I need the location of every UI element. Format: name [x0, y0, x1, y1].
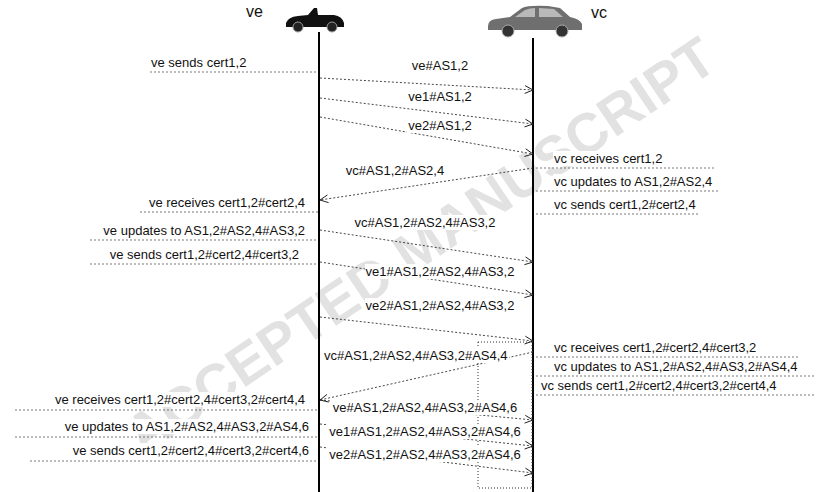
arrow-head: [525, 446, 533, 449]
arrow-head: [320, 394, 327, 400]
arrow-head: [525, 336, 533, 341]
message-label: ve1#AS1,2: [407, 89, 473, 104]
arrow-head: [525, 86, 533, 90]
message-arrow: [320, 117, 533, 156]
message-line: [320, 400, 533, 420]
arrow-head: [526, 149, 533, 154]
arrow-head: [525, 119, 533, 124]
event-note: ve receives cert1,2#cert2,4#cert3,2#cert…: [54, 392, 306, 407]
message-label: ve#AS1,2#AS2,4#AS3,2#AS4,6: [332, 400, 518, 415]
arrow-head: [525, 468, 533, 473]
message-line: [320, 230, 533, 262]
lifeline: [318, 32, 320, 492]
arrow-head: [320, 195, 327, 200]
car-icon: [286, 8, 344, 32]
arrow-head: [525, 341, 533, 344]
arrow-head: [525, 90, 533, 93]
car-icon: [488, 6, 582, 37]
message-arrow: [320, 317, 533, 344]
event-note: ve receives cert1,2#cert2,4: [148, 195, 306, 210]
arrow-head: [524, 154, 533, 156]
event-note: vc receives cert1,2#cert2,4#cert3,2: [553, 340, 757, 355]
event-note: ve sends cert1,2#cert2,4#cert3,2#cert4,6: [72, 443, 310, 458]
message-line: [320, 317, 533, 341]
arrow-head: [526, 257, 533, 262]
message-arrow: [320, 424, 533, 449]
arrow-head: [526, 290, 533, 295]
message-label: vc#AS1,2#AS2,4#AS3,2#AS4,4: [323, 348, 509, 363]
arrow-head: [524, 262, 533, 265]
event-note: ve sends cert1,2: [150, 55, 247, 70]
message-label: ve1#AS1,2#AS2,4#AS3,2#AS4,6: [328, 424, 522, 439]
message-label: vc#AS1,2#AS2,4#AS3,2: [354, 215, 497, 230]
arrow-head: [525, 441, 533, 446]
event-note: vc sends cert1,2#cert2,4#cert3,2#cert4,4: [540, 378, 778, 393]
lifeline-participant: vc: [533, 0, 613, 492]
event-underline: [15, 72, 815, 461]
arrow-head: [524, 124, 533, 127]
message-line: [320, 117, 533, 154]
event-note: ve updates to AS1,2#AS2,4#AS3,2#AS4,6: [64, 419, 310, 434]
event-note: vc updates to AS1,2#AS2,4#AS3,2#AS4,4: [553, 359, 799, 374]
participant-name: ve: [246, 3, 263, 21]
message-label: ve2#AS1,2: [407, 118, 473, 133]
message-label: vc#AS1,2#AS2,4: [345, 163, 445, 178]
message-line: [320, 424, 533, 446]
message-arrow: [320, 230, 533, 265]
message-label: ve1#AS1,2#AS2,4#AS3,2: [365, 264, 516, 279]
event-note: ve sends cert1,2#cert2,4#cert3,2: [109, 247, 300, 262]
participant-name: vc: [591, 4, 607, 22]
message-arrow: [320, 262, 533, 298]
event-note: vc sends cert1,2#cert2,4: [553, 197, 697, 212]
message-label: ve#AS1,2: [411, 58, 469, 73]
arrow-head: [525, 415, 533, 420]
event-note: vc receives cert1,2: [553, 151, 663, 166]
arrow-head: [525, 420, 533, 423]
event-note: ve updates to AS1,2#AS2,4#AS3,2: [102, 223, 306, 238]
arrow-head: [524, 295, 533, 298]
message-arrow: [320, 447, 533, 476]
arrow-head: [320, 200, 329, 203]
arrow-head: [524, 473, 533, 476]
message-label: ve2#AS1,2#AS2,4#AS3,2#AS4,6: [328, 447, 522, 462]
message-line: [320, 262, 533, 295]
message-arrow: [320, 400, 533, 423]
highlight-box: [478, 342, 532, 488]
event-note: vc updates to AS1,2#AS2,4: [553, 174, 713, 189]
message-label: ve2#AS1,2#AS2,4#AS3,2: [365, 298, 516, 313]
message-line: [320, 447, 533, 473]
